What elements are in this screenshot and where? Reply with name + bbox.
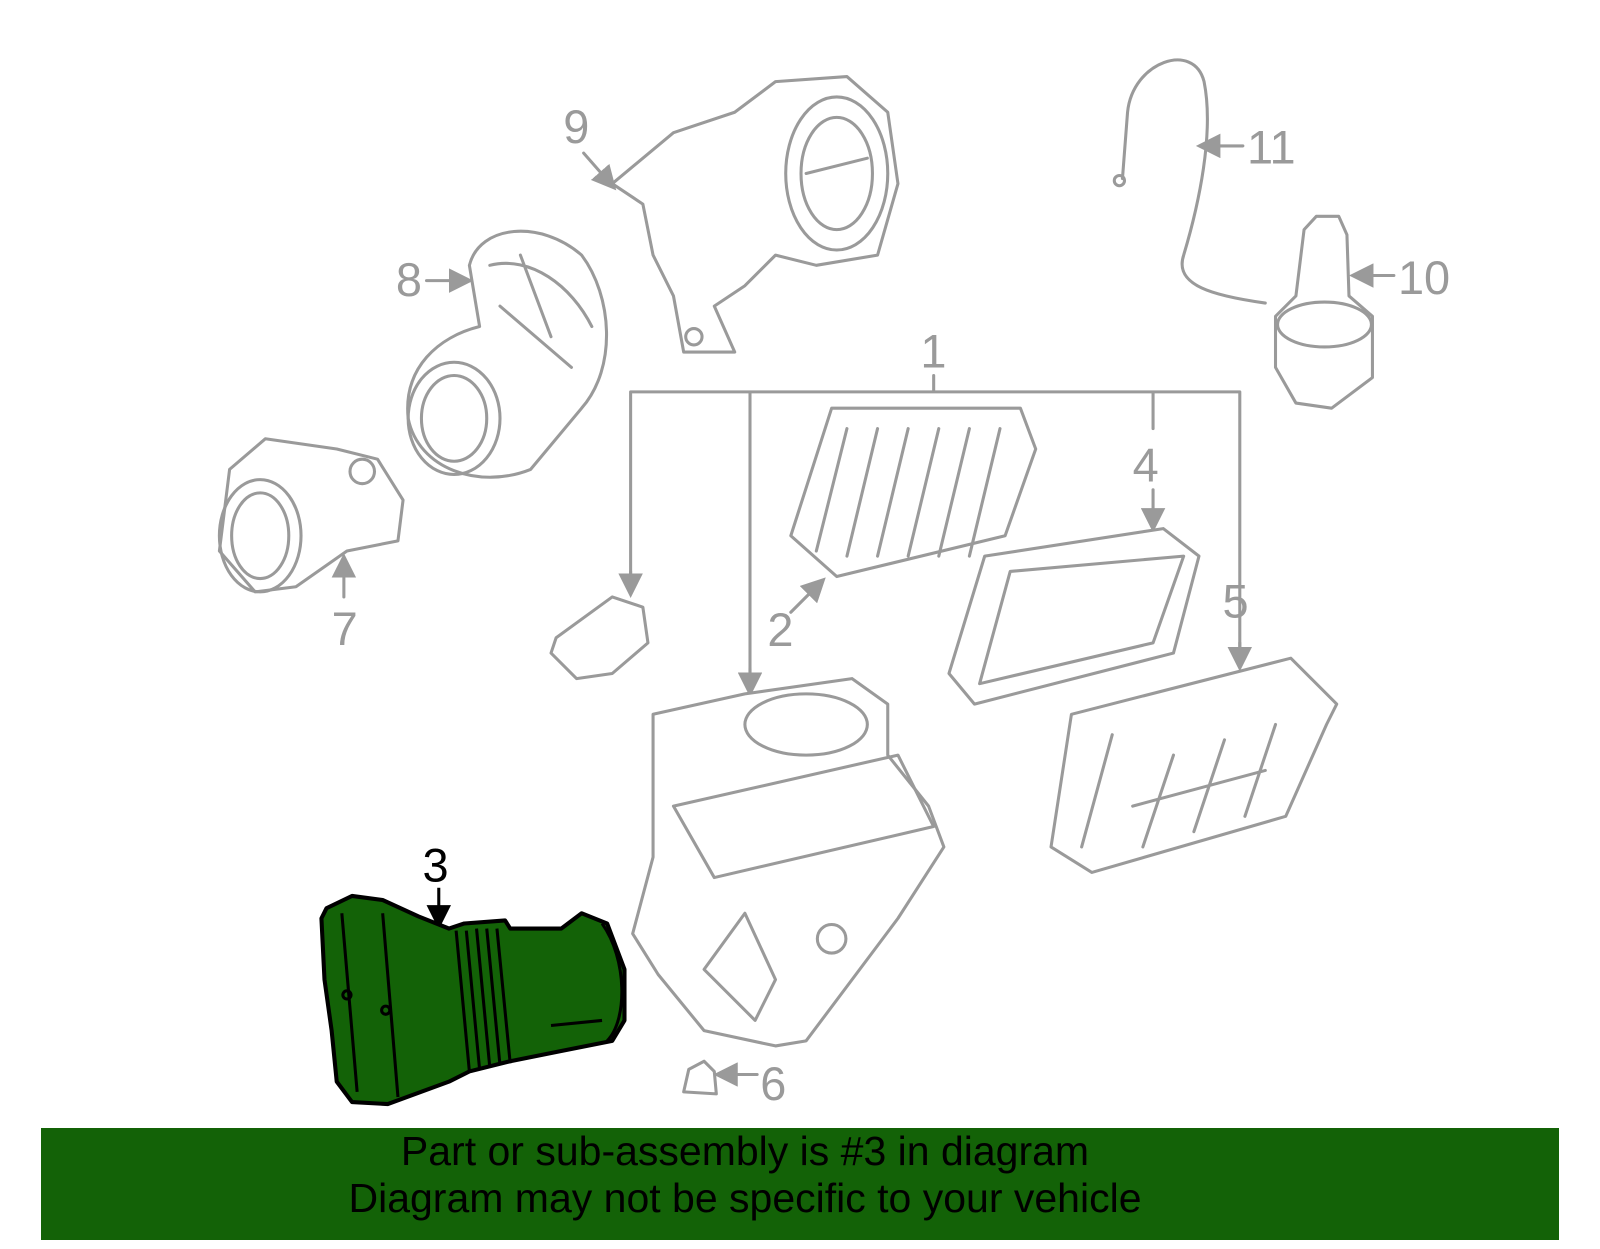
elbow-part[interactable]	[549, 595, 650, 681]
housing-cover-part[interactable]	[947, 527, 1201, 706]
air-duct-part-3-highlighted[interactable]	[319, 893, 627, 1107]
callout-8: 8	[396, 254, 422, 306]
throttle-body-part[interactable]	[610, 75, 900, 354]
banner-line-disclaimer: Diagram may not be specific to your vehi…	[348, 1175, 1142, 1221]
callout-2: 2	[767, 604, 793, 656]
callout-7: 7	[332, 603, 358, 655]
callout-6: 6	[760, 1058, 786, 1110]
grommet-part[interactable]	[682, 1059, 718, 1096]
info-banner: Part or sub-assembly is #3 in diagram Di…	[41, 1128, 1559, 1240]
air-filter-part[interactable]	[789, 406, 1038, 579]
mass-air-flow-sensor-part[interactable]	[217, 437, 405, 594]
callout-1: 1	[920, 325, 946, 377]
oxygen-sensor-part[interactable]	[1112, 58, 1267, 305]
callout-3: 3	[422, 840, 448, 892]
sensor-part[interactable]	[1273, 214, 1374, 410]
callout-9: 9	[563, 101, 589, 153]
intake-boot-part[interactable]	[406, 229, 609, 479]
callout-11: 11	[1247, 121, 1296, 173]
callout-4: 4	[1133, 440, 1159, 492]
air-filter-housing-part[interactable]	[631, 677, 946, 1048]
filter-tray-part[interactable]	[1049, 656, 1339, 874]
banner-line-part: Part or sub-assembly is #3 in diagram	[400, 1128, 1090, 1174]
callout-5: 5	[1222, 575, 1248, 627]
callout-10: 10	[1398, 252, 1450, 304]
